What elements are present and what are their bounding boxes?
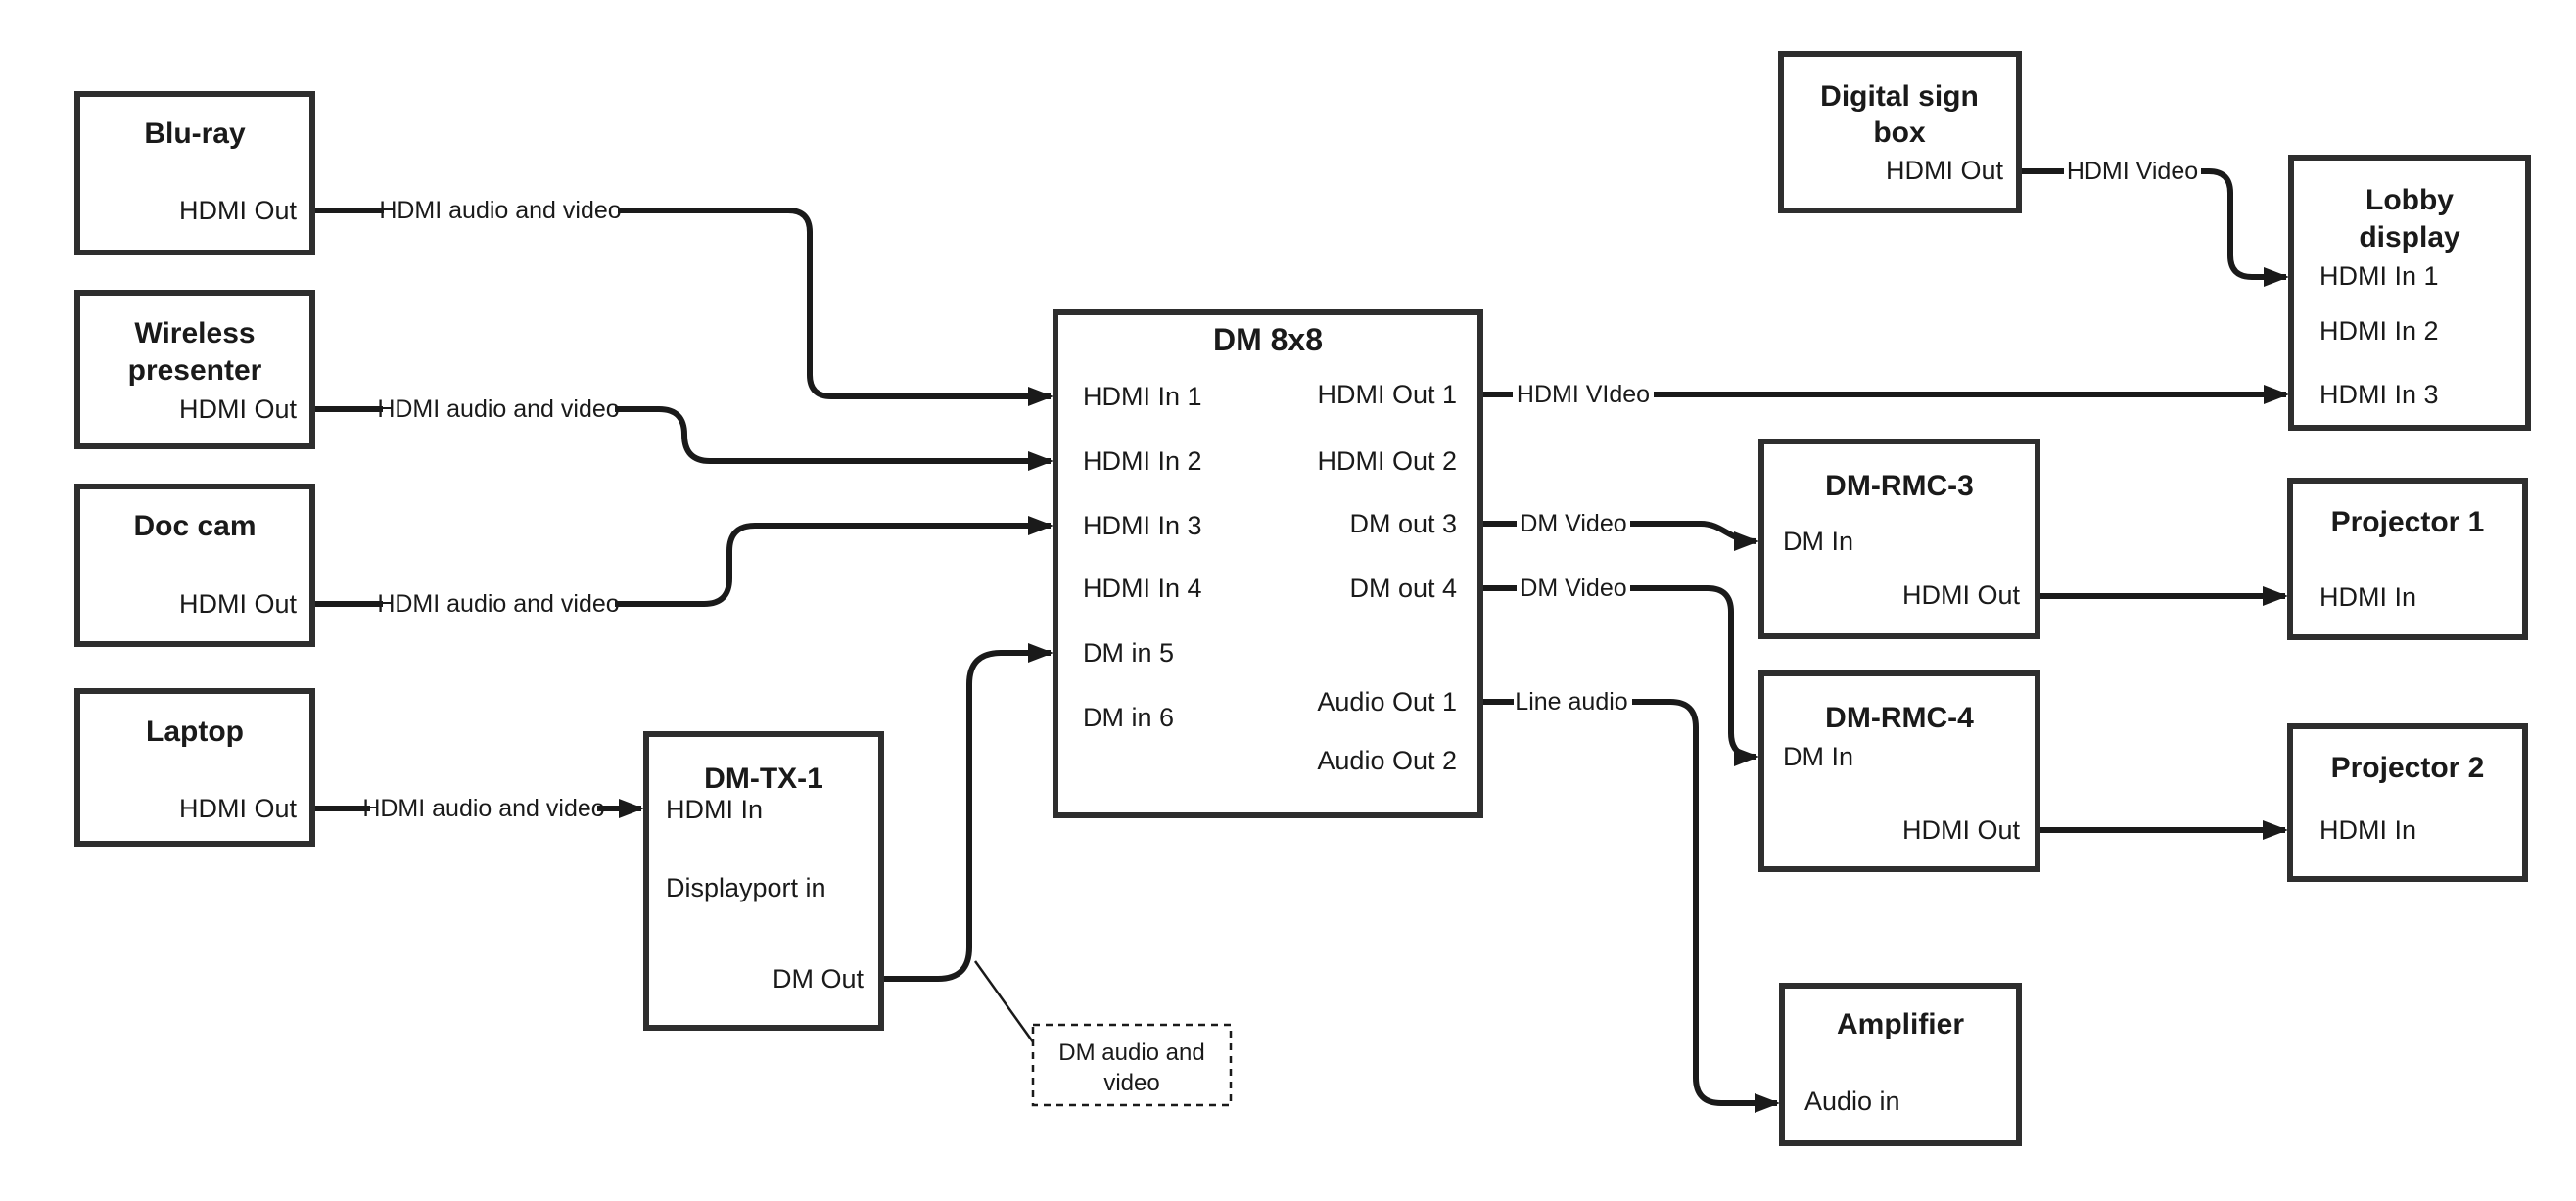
node-dm-tx-1: DM-TX-1 HDMI In Displayport in DM Out (643, 731, 884, 1031)
blu-ray-title: Blu-ray (144, 117, 246, 150)
connector-signbox-to-lobby-in1 (2201, 168, 2289, 287)
node-lobby-display: Lobby display HDMI In 1 HDMI In 2 HDMI I… (2288, 155, 2531, 431)
dm-tx-1-port-displayport-in: Displayport in (666, 873, 826, 902)
projector-2-title: Projector 2 (2331, 752, 2485, 784)
lobby-display-title-line1: Lobby (2365, 184, 2454, 216)
projector-2-port-hdmi-in: HDMI In (2319, 815, 2416, 845)
lobby-display-box (2288, 155, 2531, 431)
connector-audio1-to-amp (1632, 699, 1780, 1113)
wire-label-audio1: Line audio (1515, 688, 1627, 716)
dm-8x8-port-hdmi-in-3: HDMI In 3 (1083, 511, 1202, 540)
dm-8x8-port-hdmi-in-2: HDMI In 2 (1083, 446, 1202, 476)
node-wireless-presenter: Wireless presenter HDMI Out (74, 290, 315, 449)
dm-8x8-port-hdmi-out-1: HDMI Out 1 (1317, 380, 1457, 409)
node-dm-rmc-4: DM-RMC-4 DM In HDMI Out (1758, 670, 2040, 872)
amplifier-title: Amplifier (1837, 1008, 1964, 1040)
dm-8x8-port-dm-in-6: DM in 6 (1083, 703, 1174, 732)
node-laptop: Laptop HDMI Out (74, 688, 315, 847)
connectors: HDMI audio and video HDMI audio and vide… (312, 158, 2289, 1113)
node-amplifier: Amplifier Audio in (1779, 983, 2022, 1146)
dm-8x8-port-dm-in-5: DM in 5 (1083, 638, 1174, 668)
digital-sign-box-box (1778, 51, 2022, 213)
laptop-box (74, 688, 315, 847)
wireless-presenter-box (74, 290, 315, 449)
wireless-presenter-title-line2: presenter (128, 354, 262, 387)
note-leader-line (973, 960, 1036, 1044)
doc-cam-box (74, 484, 315, 647)
dm-8x8-port-audio-out-2: Audio Out 2 (1317, 746, 1457, 775)
note-dm-audio-and-video: DM audio and video (1031, 1023, 1233, 1107)
blu-ray-port-hdmi-out: HDMI Out (179, 196, 298, 225)
wireless-presenter-title-line1: Wireless (134, 317, 255, 349)
node-doc-cam: Doc cam HDMI Out (74, 484, 315, 647)
note-text-line2: video (1103, 1070, 1159, 1096)
dm-8x8-port-hdmi-in-1: HDMI In 1 (1083, 382, 1202, 411)
wire-label-out3: DM Video (1520, 510, 1626, 537)
dm-tx-1-title: DM-TX-1 (704, 762, 823, 795)
dm-8x8-port-dm-out-4: DM out 4 (1349, 574, 1457, 603)
connector-out3-to-rmc3 (1630, 521, 1759, 551)
node-projector-2: Projector 2 HDMI In (2287, 723, 2528, 882)
dm-rmc-4-box (1758, 670, 2040, 872)
note-box (1031, 1023, 1233, 1107)
wireless-presenter-port-hdmi-out: HDMI Out (179, 394, 298, 424)
wire-label-out4: DM Video (1520, 575, 1626, 602)
connector-doccam-to-hdmi-in3 (615, 516, 1054, 607)
doc-cam-port-hdmi-out: HDMI Out (179, 589, 298, 619)
doc-cam-title: Doc cam (133, 510, 256, 542)
laptop-port-hdmi-out: HDMI Out (179, 794, 298, 823)
blu-ray-box (74, 91, 315, 255)
wire-label-laptop: HDMI audio and video (362, 795, 604, 822)
connector-wireless-to-hdmi-in2 (615, 406, 1054, 471)
amplifier-box (1779, 983, 2022, 1146)
dm-rmc-3-title: DM-RMC-3 (1825, 470, 1974, 502)
node-dm-8x8: DM 8x8 HDMI In 1 HDMI In 2 HDMI In 3 HDM… (1053, 309, 1483, 818)
lobby-display-port-hdmi-in-2: HDMI In 2 (2319, 316, 2439, 346)
dm-rmc-4-port-hdmi-out: HDMI Out (1902, 815, 2021, 845)
dm-8x8-port-audio-out-1: Audio Out 1 (1317, 687, 1457, 716)
dm-tx-1-box (643, 731, 884, 1031)
dm-rmc-3-port-dm-in: DM In (1783, 527, 1853, 556)
node-digital-sign-box: Digital sign box HDMI Out (1778, 51, 2022, 213)
dm-tx-1-port-hdmi-in: HDMI In (666, 795, 763, 824)
wire-label-signbox: HDMI Video (2067, 158, 2198, 185)
projector-1-port-hdmi-in: HDMI In (2319, 582, 2416, 612)
dm-8x8-port-hdmi-in-4: HDMI In 4 (1083, 574, 1202, 603)
dm-rmc-3-box (1758, 439, 2040, 639)
connector-bluray-to-hdmi-in1 (618, 208, 1054, 406)
node-dm-rmc-3: DM-RMC-3 DM In HDMI Out (1758, 439, 2040, 639)
dm-8x8-port-hdmi-out-2: HDMI Out 2 (1317, 446, 1457, 476)
amplifier-port-audio-in: Audio in (1804, 1086, 1900, 1116)
projector-1-box (2287, 478, 2528, 640)
dm-tx-1-port-dm-out: DM Out (773, 964, 865, 993)
wire-label-out1: HDMI VIdeo (1517, 381, 1650, 408)
dm-8x8-box (1053, 309, 1483, 818)
dm-8x8-title: DM 8x8 (1213, 322, 1323, 357)
lobby-display-port-hdmi-in-3: HDMI In 3 (2319, 380, 2439, 409)
lobby-display-title-line2: display (2359, 221, 2460, 254)
connector-out4-to-rmc4 (1630, 585, 1759, 766)
note-text-line1: DM audio and (1058, 1039, 1204, 1066)
node-blu-ray: Blu-ray HDMI Out (74, 91, 315, 255)
dm-rmc-4-port-dm-in: DM In (1783, 742, 1853, 771)
dm-8x8-port-dm-out-3: DM out 3 (1349, 509, 1457, 538)
wire-label-wireless: HDMI audio and video (377, 395, 619, 423)
wire-label-doccam: HDMI audio and video (377, 590, 619, 618)
node-projector-1: Projector 1 HDMI In (2287, 478, 2528, 640)
laptop-title: Laptop (146, 716, 244, 748)
dm-rmc-4-title: DM-RMC-4 (1825, 702, 1974, 734)
connector-dmtx-to-dm-in5 (881, 643, 1054, 982)
digital-sign-box-title-line1: Digital sign (1820, 80, 1979, 113)
lobby-display-port-hdmi-in-1: HDMI In 1 (2319, 261, 2439, 291)
wire-label-bluray: HDMI audio and video (379, 197, 621, 224)
digital-sign-box-port-hdmi-out: HDMI Out (1886, 156, 2004, 185)
dm-rmc-3-port-hdmi-out: HDMI Out (1902, 580, 2021, 610)
projector-2-box (2287, 723, 2528, 882)
projector-1-title: Projector 1 (2331, 506, 2485, 538)
digital-sign-box-title-line2: box (1873, 116, 1926, 149)
